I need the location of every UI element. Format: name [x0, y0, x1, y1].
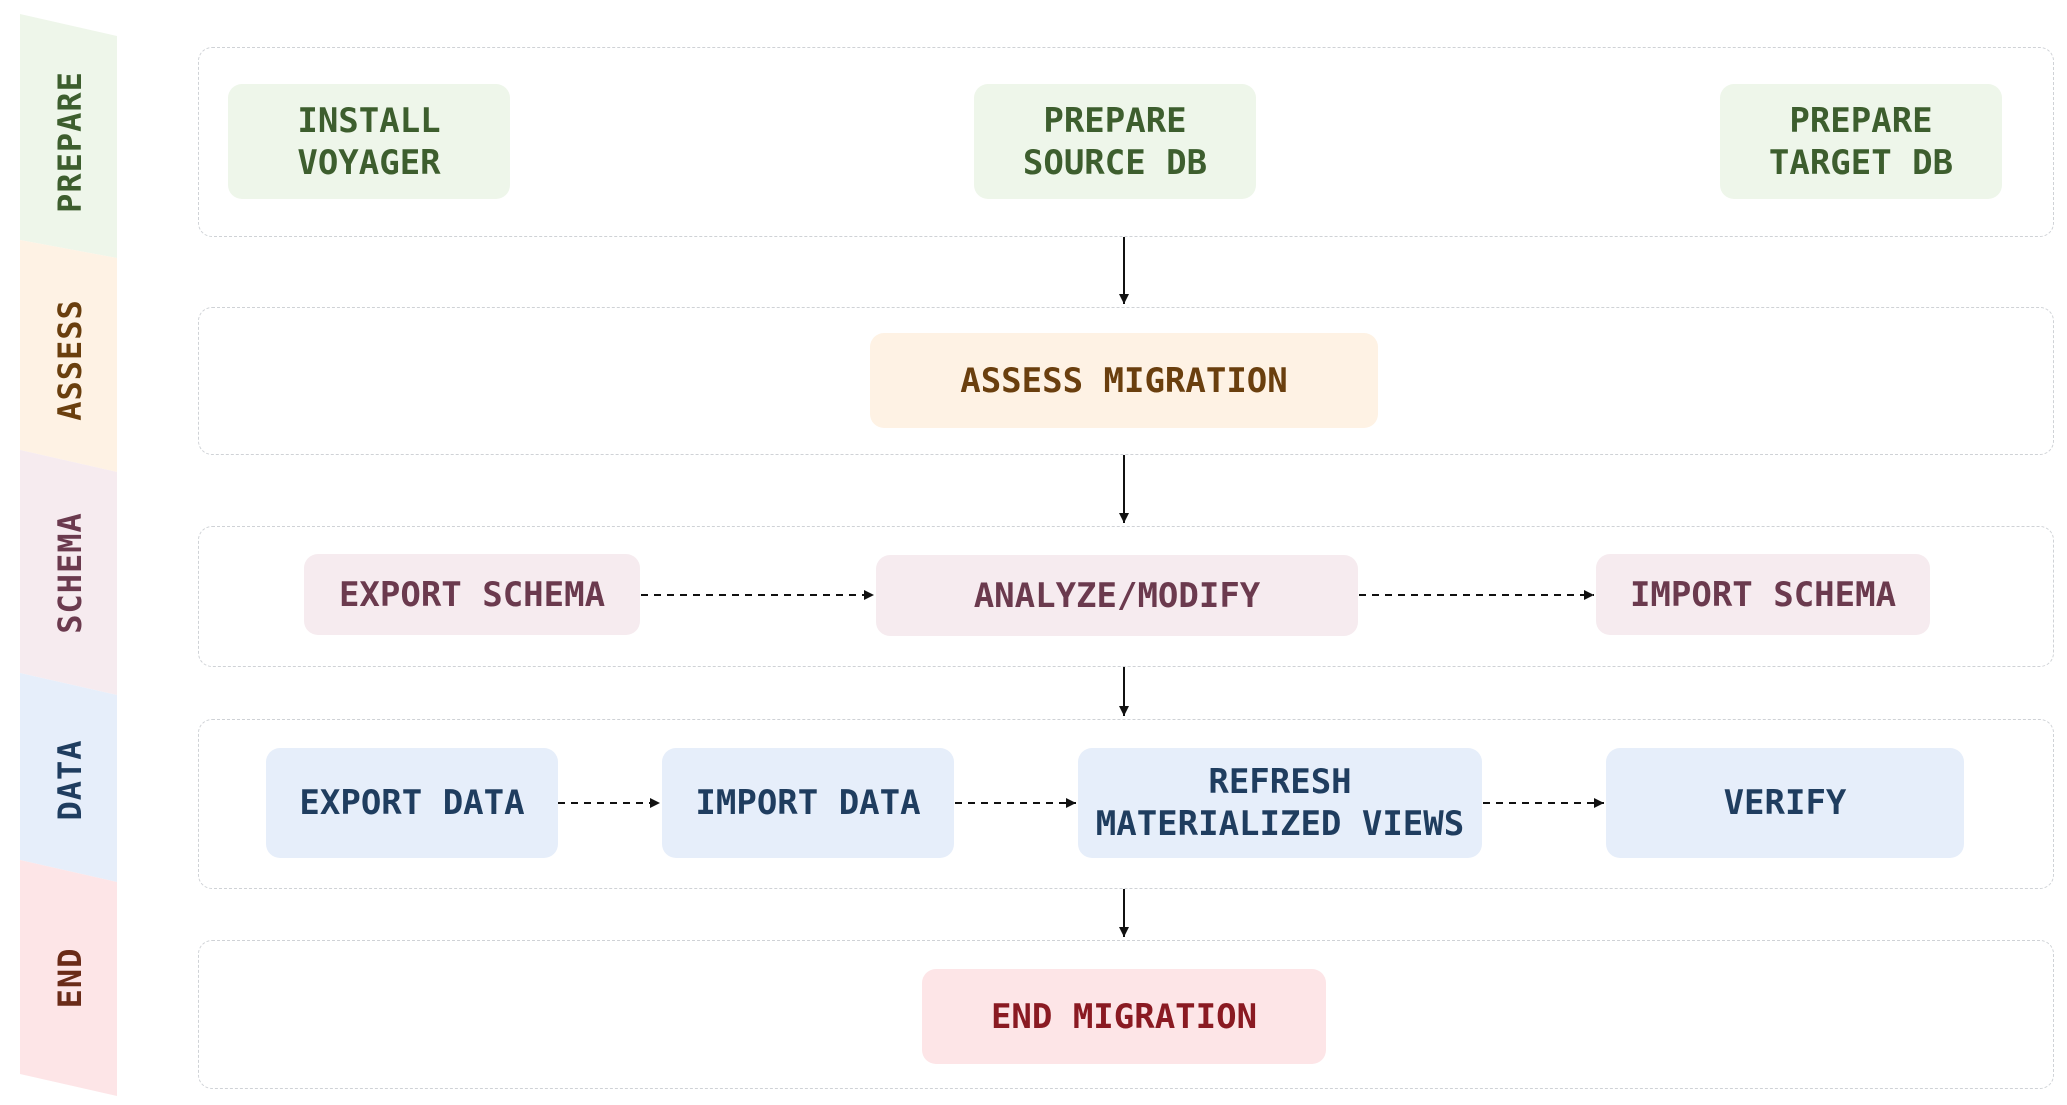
node-verify: VERIFY	[1606, 748, 1964, 858]
node-export-data: EXPORT DATA	[266, 748, 558, 858]
node-prepare-target-db: PREPARE TARGET DB	[1720, 84, 2002, 199]
node-import-data: IMPORT DATA	[662, 748, 954, 858]
node-prepare-source-db: PREPARE SOURCE DB	[974, 84, 1256, 199]
band-assess	[198, 307, 2054, 455]
node-analyze-modify: ANALYZE/MODIFY	[876, 555, 1358, 636]
lane-band-schema	[20, 450, 117, 695]
node-end-migration: END MIGRATION	[922, 969, 1326, 1064]
band-end	[198, 940, 2054, 1089]
node-export-schema: EXPORT SCHEMA	[304, 554, 640, 635]
lane-band-data	[20, 673, 117, 882]
band-schema	[198, 526, 2054, 667]
lane-band-prepare	[20, 14, 117, 258]
node-import-schema: IMPORT SCHEMA	[1596, 554, 1930, 635]
lane-band-assess	[20, 240, 117, 472]
node-install-voyager: INSTALL VOYAGER	[228, 84, 510, 199]
node-refresh-materialized-views: REFRESH MATERIALIZED VIEWS	[1078, 748, 1482, 858]
band-data	[198, 719, 2054, 889]
band-prepare	[198, 47, 2054, 237]
node-assess-migration: ASSESS MIGRATION	[870, 333, 1378, 428]
lane-band-end	[20, 860, 117, 1096]
